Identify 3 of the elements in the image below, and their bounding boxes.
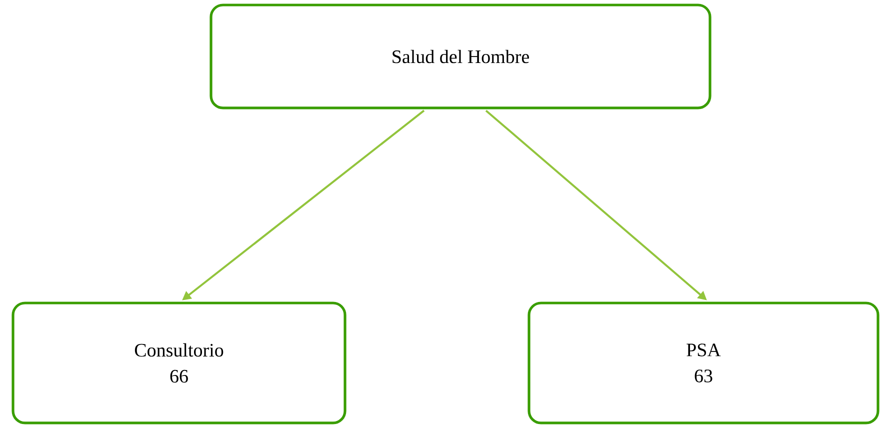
process-box: PSA 63 [528, 302, 880, 424]
process-box: Consultorio 66 [12, 302, 346, 424]
process-box: Salud del Hombre [210, 4, 712, 110]
